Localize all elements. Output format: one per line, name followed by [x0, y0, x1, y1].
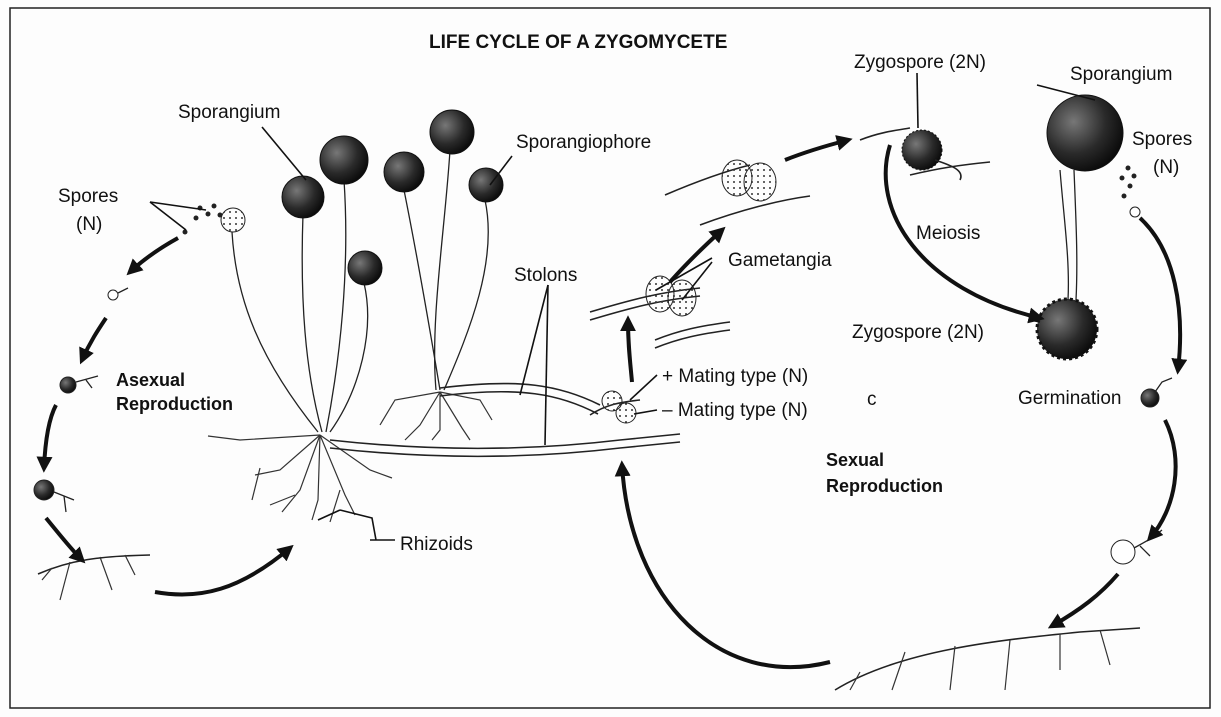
zygospore-top [860, 128, 990, 180]
mating-hyphae [590, 391, 640, 423]
label-meiosis: Meiosis [916, 223, 980, 244]
label-sexual-line1: Sexual [826, 450, 884, 470]
label-spores-left-line1: Spores [58, 186, 118, 207]
label-sexual-line2: Reproduction [826, 476, 943, 496]
rhizoids-left [208, 435, 392, 522]
label-zygospore-mid: Zygospore (2N) [852, 322, 984, 343]
label-mating-minus-note: c [867, 389, 877, 410]
label-spores-left-line2: (N) [76, 214, 102, 235]
label-sporangiophore: Sporangiophore [516, 132, 651, 153]
label-asexual-line2: Reproduction [116, 394, 233, 414]
sporangiophore-stalks [232, 150, 488, 432]
label-mating-plus: + Mating type (N) [662, 366, 808, 387]
sporangia-cluster [221, 110, 503, 285]
germination-stages-right [835, 378, 1172, 690]
label-spores-right-line2: (N) [1153, 157, 1179, 178]
sporangium-right [1047, 95, 1140, 300]
germination-stages-left [34, 288, 150, 600]
asexual-cycle [34, 110, 680, 600]
zygospore-mature [1037, 299, 1097, 359]
label-stolons: Stolons [514, 265, 577, 286]
fusion-stage [665, 160, 810, 225]
label-rhizoids: Rhizoids [400, 534, 473, 555]
label-mating-minus: – Mating type (N) [662, 400, 808, 421]
label-asexual-line1: Asexual [116, 370, 185, 390]
label-germination: Germination [1018, 388, 1122, 409]
asexual-arrows [44, 238, 290, 595]
label-zygospore-top: Zygospore (2N) [854, 52, 986, 73]
label-spores-right-line1: Spores [1132, 129, 1192, 150]
label-sporangium-left: Sporangium [178, 102, 280, 123]
label-gametangia: Gametangia [728, 250, 832, 271]
diagram-title: LIFE CYCLE OF A ZYGOMYCETE [429, 32, 727, 53]
rhizoids-right [380, 392, 492, 440]
label-sporangium-right: Sporangium [1070, 64, 1172, 85]
